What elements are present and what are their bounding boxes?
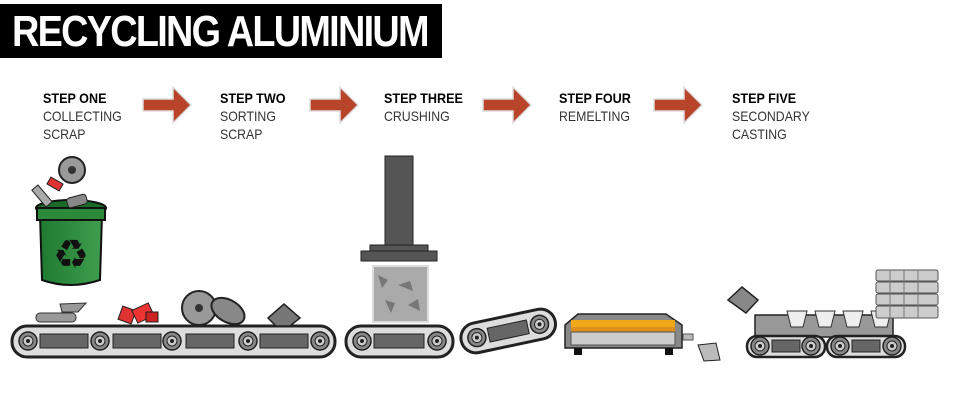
step-five: STEP FIVE SECONDARY CASTING <box>732 89 820 143</box>
step-three: STEP THREE CRUSHING <box>384 89 472 125</box>
conveyor-belt-icon <box>344 324 455 359</box>
scrap-items-icon <box>35 290 302 327</box>
title-banner: RECYCLING ALUMINIUM <box>0 4 442 58</box>
arrow-icon <box>653 86 703 124</box>
tilted-conveyor-icon <box>459 307 557 355</box>
step-heading: STEP THREE <box>384 90 463 106</box>
step-description: CRUSHING <box>384 108 450 124</box>
step-description: SECONDARY CASTING <box>732 108 810 142</box>
step-one: STEP ONE COLLECTING SCRAP <box>43 89 132 143</box>
arrow-icon <box>482 86 532 124</box>
casting-molds-icon <box>745 310 907 359</box>
crusher-press-icon <box>360 155 438 323</box>
step-heading: STEP TWO <box>220 90 286 106</box>
recycling-bin-icon: ♻ <box>31 156 107 286</box>
step-two: STEP TWO SORTING SCRAP <box>220 89 293 143</box>
step-description: REMELTING <box>559 108 630 124</box>
step-description: COLLECTING SCRAP <box>43 108 122 142</box>
step-heading: STEP ONE <box>43 90 107 106</box>
arrow-icon <box>142 86 192 124</box>
step-heading: STEP FIVE <box>732 90 797 106</box>
ladle-icon <box>726 286 760 314</box>
page-title: RECYCLING ALUMINIUM <box>12 7 429 56</box>
furnace-icon <box>564 313 721 362</box>
conveyor-belt-icon <box>10 324 337 359</box>
step-four: STEP FOUR REMELTING <box>559 89 640 125</box>
arrow-icon <box>309 86 359 124</box>
step-heading: STEP FOUR <box>559 90 631 106</box>
step-description: SORTING SCRAP <box>220 108 276 142</box>
aluminium-ingots-icon <box>875 269 939 319</box>
svg-text:♻: ♻ <box>53 232 89 278</box>
